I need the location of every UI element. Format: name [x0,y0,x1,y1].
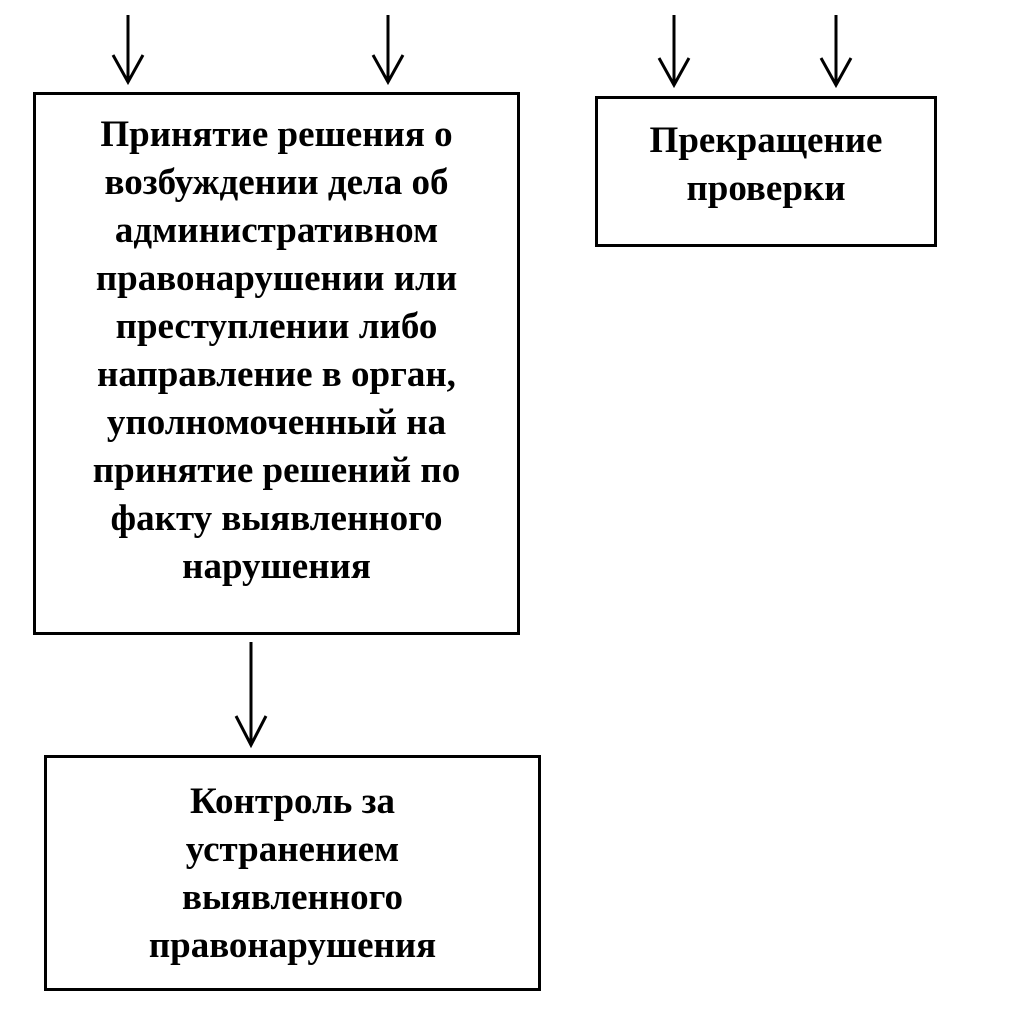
arrow-icon [819,15,853,89]
arrow-icon [371,15,405,86]
control-text: Контроль за устранением выявленного прав… [148,781,437,966]
arrow-icon [111,15,145,86]
decision-box: Принятие решения о возбуждении дела об а… [33,92,520,635]
termination-text: Прекращение проверки [649,120,883,209]
control-box: Контроль за устранением выявленного прав… [44,755,541,991]
arrow-icon [657,15,691,89]
termination-box: Прекращение проверки [595,96,937,247]
decision-text: Принятие решения о возбуждении дела об а… [92,114,461,587]
arrow-icon [234,642,268,749]
